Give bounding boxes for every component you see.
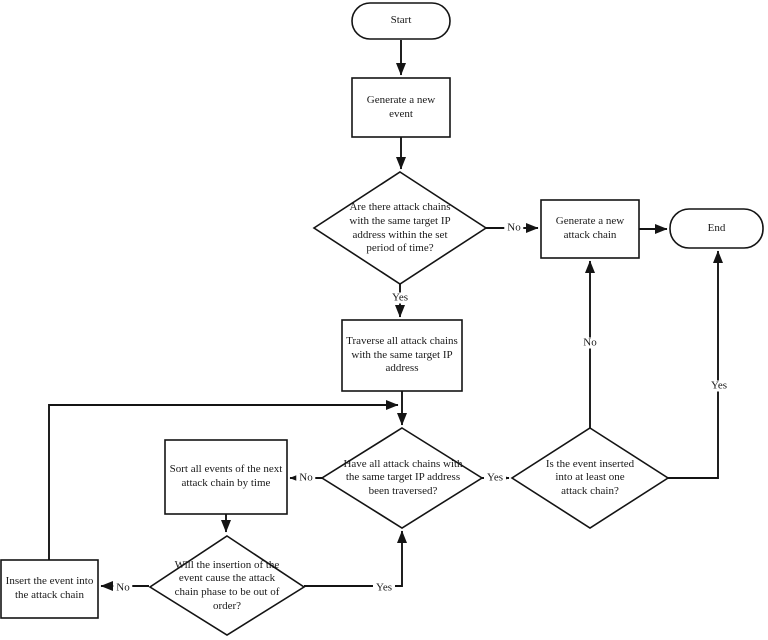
insert-event-process-shape [0,559,99,619]
generate-event-process-shape [351,77,451,138]
start-terminator-shape [351,2,451,40]
out-of-order-decision-shape [148,535,306,636]
generate-chain-process-shape [540,199,640,259]
is-inserted-decision-shape [510,427,670,529]
chains-exist-decision-shape [312,171,488,285]
edge-out-of-order-yes-to-all-traversed [304,530,407,587]
edge-insert-event-loop-to-junction [48,400,399,560]
sort-events-process-shape [164,439,288,515]
edge-is-inserted-yes-to-end [668,250,723,479]
all-traversed-decision-shape [320,427,484,529]
end-terminator-shape [669,208,764,249]
traverse-process-shape [341,319,463,392]
